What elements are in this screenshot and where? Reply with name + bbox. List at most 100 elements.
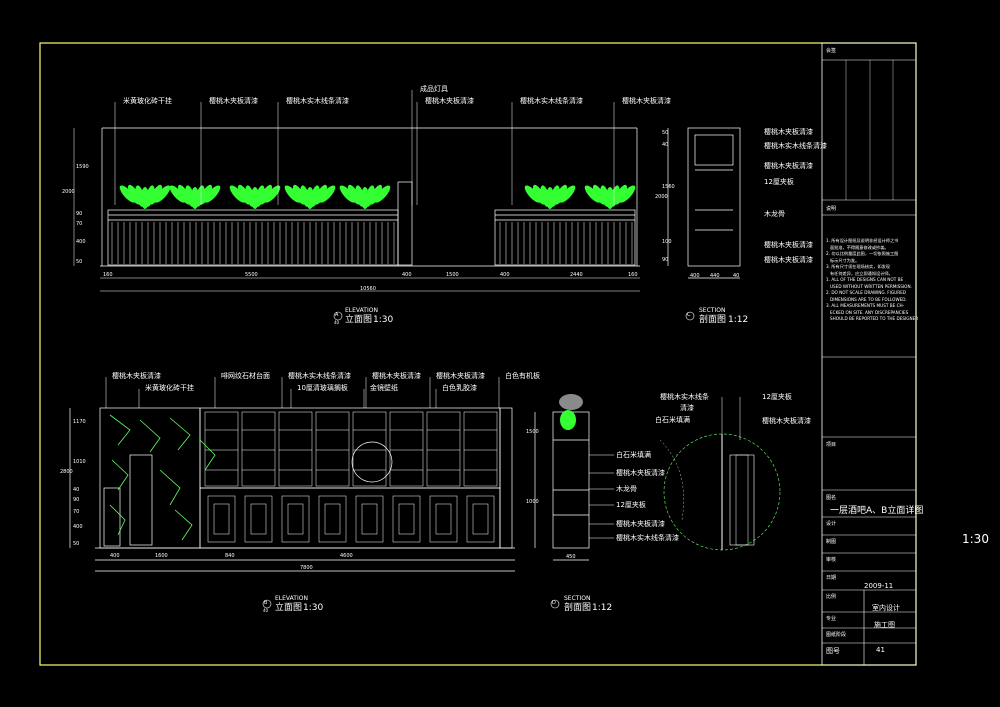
tb-header-sign: 会签: [826, 48, 837, 54]
tb-drawing-no: 41: [876, 646, 885, 654]
caption-b-cn: 立面图: [275, 603, 303, 613]
plant-leaf: [339, 185, 356, 203]
caption-d-en: SECTION: [564, 595, 591, 602]
dimension-total: 2800: [60, 469, 73, 475]
lattice-inner: [435, 503, 452, 535]
plants: [119, 184, 636, 209]
lattice-inner: [213, 503, 230, 535]
marker-c-code: C: [687, 312, 691, 318]
plant-leaf: [229, 185, 246, 203]
plant-leaf: [314, 184, 328, 205]
material-label: 樱桃木夹板清漆: [622, 97, 671, 105]
dimension-label: 90: [73, 497, 80, 503]
shelf-bay: [278, 411, 313, 487]
plant-leaf: [619, 185, 636, 203]
material-label: 樱桃木夹板清漆: [762, 417, 811, 425]
top-elevation-dimensions: [73, 128, 640, 292]
dimension-label: 70: [76, 221, 83, 227]
dimension-label: 400: [690, 273, 700, 279]
caption-a-cn: 立面图: [345, 315, 373, 325]
marble-vein: [199, 439, 216, 471]
dimension-label: 4600: [340, 553, 353, 559]
planter-slats-right: [499, 222, 633, 264]
tb-check-header: 审核: [826, 557, 837, 563]
plant-leaf: [199, 184, 213, 205]
tb-specialty-header: 专业: [826, 616, 837, 622]
marble-vein: [109, 414, 131, 446]
material-label: 樱桃木夹板清漆: [764, 241, 813, 249]
plant-leaf: [319, 185, 336, 203]
dimension-label: 70: [73, 509, 80, 515]
shelf-bay: [241, 411, 276, 487]
material-label: 樱桃木夹板清漆: [425, 97, 474, 105]
title-block-frame: [821, 42, 917, 666]
plant-leaf: [524, 185, 541, 203]
marker-b-sub: 40: [263, 608, 269, 613]
top-elevation: [100, 127, 640, 267]
tb-drawing-name-header: 图名: [826, 495, 837, 501]
material-label: 樱桃木夹板清漆: [616, 469, 665, 477]
plant-leaf: [154, 185, 171, 203]
caption-c-cn: 剖面图: [699, 315, 727, 325]
marble-vein: [169, 417, 191, 451]
caption-a-scale: 1:30: [373, 315, 394, 325]
dimension-label: 400: [500, 272, 510, 278]
plant-leaf: [204, 185, 221, 203]
lattice-inner: [287, 503, 304, 535]
lattice-inner: [250, 503, 267, 535]
tb-notes-header: 说明: [826, 206, 837, 212]
tb-drawn-header: 制图: [826, 539, 837, 545]
material-label: 樱桃木夹板清漆: [764, 128, 813, 136]
shelf-bay: [389, 411, 424, 487]
caption-d-cn: 剖面图: [564, 603, 592, 613]
lattice-frame: [318, 495, 347, 543]
dimension-label: 1600: [155, 553, 168, 559]
dimension-label: 1560: [662, 184, 675, 190]
top-section-drawing: [667, 127, 741, 279]
dimension-label: 1590: [76, 164, 89, 170]
lattice-frame: [392, 495, 421, 543]
lattice-frame: [466, 495, 495, 543]
drawing-frame: [39, 42, 917, 666]
dimension-label: 40: [733, 273, 740, 279]
section-leaders: [589, 397, 741, 539]
tb-project-header: 项目: [826, 442, 837, 448]
dimension-label: 440: [710, 273, 720, 279]
tb-date: 2009-11: [864, 582, 894, 590]
tb-notes: 1. 所有设计图纸及说明非经设计师之书 面批准，不得随意修改或抄袭。 2. 勿以…: [826, 238, 919, 321]
caption-b-en: ELEVATION: [275, 595, 308, 602]
dimension-label: 40: [662, 142, 669, 148]
marble-veins: [109, 414, 216, 541]
lattice-inner: [398, 503, 415, 535]
bottom-elevation-leaders: [105, 377, 500, 408]
material-label: 木龙骨: [764, 210, 785, 218]
plant-leaf: [264, 185, 281, 203]
dimension-label: 160: [103, 272, 113, 278]
material-label: 白石米填满: [655, 416, 690, 424]
dimension-label: 400: [76, 239, 86, 245]
caption-d-scale: 1:12: [592, 603, 613, 613]
plant-leaf: [169, 185, 186, 203]
signing-grid: [845, 60, 894, 200]
display-shelves: [204, 411, 498, 487]
material-label: 白色有机板: [505, 372, 540, 380]
marble-vein: [109, 504, 126, 536]
plant-leaf: [584, 185, 601, 203]
dimension-label: 100: [662, 239, 672, 245]
marble-vein: [139, 419, 161, 453]
plant-leaf: [614, 184, 628, 205]
marker-a-sub: 40: [334, 320, 340, 325]
material-label: 樱桃木实木线条清漆: [520, 97, 583, 105]
tb-drawing-no-header: 图号: [826, 647, 840, 655]
dimension-label: 1000: [526, 499, 539, 505]
material-label: 10厘清玻璃搁板: [297, 384, 348, 392]
lattice-frame: [355, 495, 384, 543]
lattice-frame: [207, 495, 236, 543]
tb-specialty: 室内设计: [872, 604, 900, 612]
marble-vein: [159, 469, 181, 506]
plant-leaf: [284, 185, 301, 203]
material-label: 白石米填满: [616, 451, 651, 459]
planter-slats-left: [111, 222, 395, 264]
material-label: 樱桃木实木线条: [660, 393, 709, 401]
